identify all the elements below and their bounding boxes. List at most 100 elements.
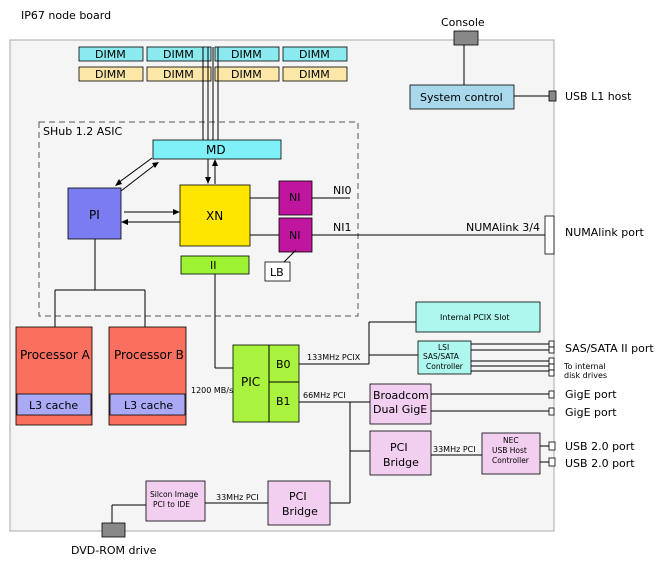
dimm-label: DIMM [299,68,330,81]
xn-block [179,184,251,247]
pi-label: PI [89,208,100,222]
dimm-label: DIMM [231,68,262,81]
processor-b-label: Processor B [114,348,184,362]
system-control-block [409,84,515,110]
nec-usb-controller [481,432,541,475]
speed-66-pci-label: 66MHz PCI [303,391,346,400]
lb-block [264,261,291,282]
nec-label-line2: USB Host [492,446,527,455]
silicon-label-line2: PCI to IDE [153,500,190,509]
b0-label: B0 [276,358,291,371]
lsi-label-line3: Controller [426,362,464,371]
board-title: IP67 node board [21,9,111,22]
ii-label: II [210,259,217,272]
ni0-link-label: NI0 [333,184,351,197]
dimm-module [78,46,144,62]
ni1-block [278,217,313,253]
internal-drives-label-line2: disk drives [564,371,607,380]
md-label: MD [206,143,226,157]
silicon-image-controller [145,480,206,522]
internal-pcix-slot-label: Internal PCIX Slot [440,313,510,322]
l3-cache-b [109,393,186,416]
ni-label: NI [289,191,300,204]
numalink-port[interactable] [544,215,555,255]
sas-port-connector[interactable] [548,340,555,348]
speed-33-pci-upper-label: 33MHz PCI [433,445,476,454]
console-connector[interactable] [453,30,479,46]
l3-cache-a-label: L3 cache [29,399,78,412]
dvd-rom-label: DVD-ROM drive [71,544,157,557]
l3-cache-a [16,393,92,416]
internal-drive-connector[interactable] [548,357,555,365]
internal-drives-label-line1: To internal [563,362,606,371]
dimm-module [282,66,348,82]
ni1-link-label: NI1 [333,221,351,234]
dimm-label: DIMM [231,48,262,61]
dimm-row-1: DIMM DIMM DIMM DIMM [78,46,348,62]
dvd-rom-connector[interactable] [101,522,126,538]
usb-l1-host-connector[interactable] [548,90,557,102]
dimm-label: DIMM [95,48,126,61]
usb20-port-connector[interactable] [548,441,556,451]
system-control-label: System control [420,91,503,104]
dimm-module [78,66,144,82]
shub-asic-region [38,121,359,317]
pi-block [67,187,122,240]
dimm-module [214,46,280,62]
pci-bridge-lower [267,480,331,526]
dimm-module [214,66,280,82]
pic-block [232,344,300,423]
pci-bridge-lower-line1: PCI [289,490,307,503]
gige-port-connector[interactable] [548,407,555,416]
internal-drive-connector[interactable] [548,363,555,371]
broadcom-label-line1: Broadcom [373,389,429,402]
dimm-module [146,66,212,82]
gige-port-label: GigE port [565,406,617,419]
dimm-module [146,46,212,62]
usb20-port-label: USB 2.0 port [565,457,635,470]
b1-label: B1 [276,395,291,408]
nec-label-line1: NEC [503,436,519,445]
pci-bridge-upper-line1: PCI [390,441,408,454]
dimm-module [282,46,348,62]
sas-port-label: SAS/SATA II port [565,342,654,355]
gige-port-connector[interactable] [548,390,555,399]
xn-label: XN [206,209,223,223]
silicon-label-line1: Silcon Image [150,490,199,499]
md-block [152,139,282,160]
usb20-port-label: USB 2.0 port [565,440,635,453]
broadcom-label-line2: Dual GigE [373,403,427,416]
dimm-row-2: DIMM DIMM DIMM DIMM [78,66,348,82]
pic-label: PIC [241,375,260,389]
dimm-label: DIMM [299,48,330,61]
lsi-label-line1: LSI [438,343,449,352]
numalink-port-label: NUMAlink port [565,226,644,239]
usb-l1-host-label: USB L1 host [565,90,632,103]
speed-133-pcix-label: 133MHz PCIX [307,353,361,362]
lsi-label-line2: SAS/SATA [423,352,460,361]
internal-drive-connector[interactable] [548,369,555,377]
pci-bridge-lower-line2: Bridge [282,505,318,518]
dimm-label: DIMM [95,68,126,81]
ni-label: NI [289,229,300,242]
speed-33-pci-lower-label: 33MHz PCI [216,493,259,502]
pci-bridge-upper-line2: Bridge [383,456,419,469]
internal-pcix-slot [415,301,541,333]
dimm-label: DIMM [163,68,194,81]
numalink-label: NUMAlink 3/4 [466,221,540,234]
broadcom-gige [369,383,432,425]
console-label: Console [441,16,485,29]
node-board [9,39,555,532]
l3-cache-b-label: L3 cache [124,399,173,412]
gige-port-label: GigE port [565,388,617,401]
nec-label-line3: Controller [492,456,530,465]
pci-bridge-upper [369,430,432,476]
lb-label: LB [270,266,284,279]
sas-port-connector[interactable] [548,346,555,354]
dimm-label: DIMM [163,48,194,61]
processor-a-label: Processor A [20,348,91,362]
asic-label: SHub 1.2 ASIC [43,125,122,138]
speed-1200-label: 1200 MB/s [191,386,233,395]
usb20-port-connector[interactable] [548,457,556,467]
